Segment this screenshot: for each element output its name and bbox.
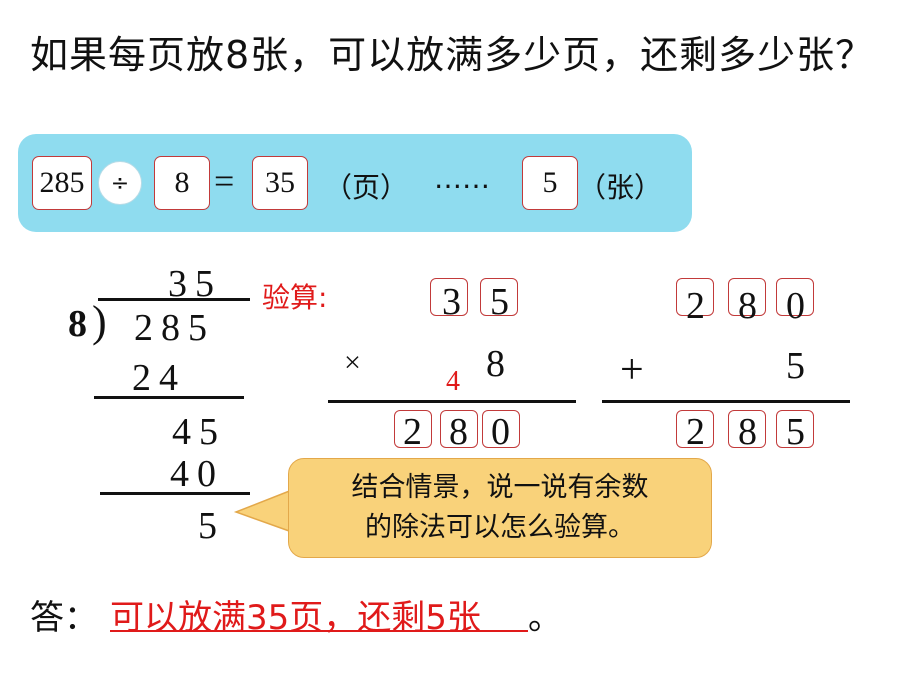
add-top-box-2[interactable] [728, 278, 766, 316]
add-result-box-1[interactable] [676, 410, 714, 448]
mul-operator: × [344, 346, 361, 379]
ld-step2: 45 [172, 411, 226, 453]
dividend-box[interactable]: 285 [32, 156, 92, 210]
ld-dividend: 285 [134, 307, 215, 349]
unit-sheet: （张） [578, 171, 663, 204]
mul-line [328, 400, 576, 403]
ld-line2 [100, 492, 250, 495]
ld-step3: 40 [170, 453, 224, 495]
add-top-box-3[interactable] [776, 278, 814, 316]
add-addend: 5 [786, 345, 805, 387]
hint-bubble [288, 458, 712, 558]
add-result-box-2[interactable] [728, 410, 766, 448]
ld-bracket: ) [92, 297, 107, 346]
mul-result-digit: 2 [403, 411, 422, 453]
add-operator: + [620, 347, 644, 393]
remainder-box[interactable]: 5 [522, 156, 578, 210]
mul-result-digit: 0 [491, 411, 510, 453]
mul-result-digit: 8 [449, 411, 468, 453]
hint-line-2: 的除法可以怎么验算。 [365, 512, 635, 543]
mul-result-box-1[interactable] [394, 410, 432, 448]
ellipsis: …… [434, 162, 490, 195]
ld-top-line [98, 298, 250, 301]
mul-result-box-3[interactable] [482, 410, 520, 448]
mul-top-box-2[interactable] [480, 278, 518, 316]
add-line [602, 400, 850, 403]
quotient-box[interactable]: 35 [252, 156, 308, 210]
add-top-digit: 0 [786, 285, 805, 327]
ld-step1: 24 [132, 357, 186, 399]
add-result-digit: 2 [686, 411, 705, 453]
add-result-digit: 5 [786, 411, 805, 453]
verify-label: 验算: [262, 281, 328, 314]
add-top-digit: 2 [686, 285, 705, 327]
mul-carry: 4 [446, 366, 460, 397]
hint-bubble-text: 结合情景，说一说有余数 的除法可以怎么验算。 [300, 468, 700, 548]
add-top-box-1[interactable] [676, 278, 714, 316]
mul-top-digit: 5 [490, 281, 509, 323]
ld-line1 [94, 396, 244, 399]
ld-divisor: 8 [68, 303, 87, 345]
divide-operator: ÷ [98, 161, 142, 205]
hint-line-1: 结合情景，说一说有余数 [351, 472, 649, 503]
equals-sign: = [214, 161, 235, 201]
mul-result-box-2[interactable] [440, 410, 478, 448]
mul-top-box-1[interactable] [430, 278, 468, 316]
answer-label: 答： [30, 598, 98, 638]
add-top-digit: 8 [738, 285, 757, 327]
add-result-digit: 8 [738, 411, 757, 453]
answer-underline [110, 630, 528, 632]
question-text: 如果每页放8张，可以放满多少页，还剩多少张？ [30, 33, 875, 77]
unit-page: （页） [324, 171, 409, 204]
divisor-box[interactable]: 8 [154, 156, 210, 210]
add-result-box-3[interactable] [776, 410, 814, 448]
equation-band: 285 ÷ 8 = 35 （页） …… 5 （张） [18, 134, 692, 232]
answer-period: 。 [528, 598, 562, 638]
ld-remainder: 5 [198, 505, 225, 547]
mul-factor: 8 [486, 343, 505, 385]
mul-top-digit: 3 [442, 281, 461, 323]
